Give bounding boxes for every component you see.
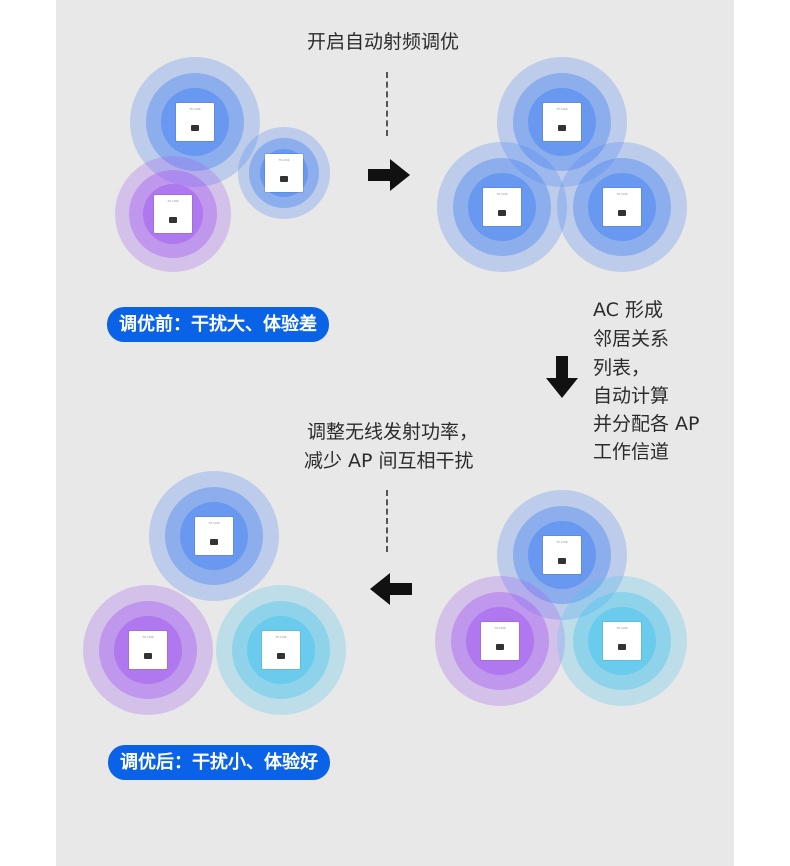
device-brand-label: TP-LINK	[142, 635, 154, 639]
device-brand-label: TP-LINK	[556, 107, 568, 111]
step-label-power-1: 调整无线发射功率，	[307, 421, 479, 443]
device-brand-label: TP-LINK	[278, 158, 290, 162]
access-point-icon: TP-LINK	[265, 154, 303, 192]
step-label-neighbor-4: 自动计算	[593, 385, 670, 407]
device-brand-label: TP-LINK	[275, 635, 287, 639]
access-point-icon: TP-LINK	[154, 195, 192, 233]
access-point-icon: TP-LINK	[481, 622, 519, 660]
ethernet-port-icon	[558, 125, 566, 131]
ethernet-port-icon	[498, 210, 506, 216]
access-point-icon: TP-LINK	[176, 103, 214, 141]
access-point-icon: TP-LINK	[483, 188, 521, 226]
device-brand-label: TP-LINK	[494, 626, 506, 630]
badge-after: 调优后：干扰小、体验好	[108, 745, 330, 780]
access-point-icon: TP-LINK	[262, 631, 300, 669]
ethernet-port-icon	[618, 210, 626, 216]
device-brand-label: TP-LINK	[496, 192, 508, 196]
access-point-icon: TP-LINK	[129, 631, 167, 669]
device-brand-label: TP-LINK	[189, 107, 201, 111]
step-label-enable-rf: 开启自动射频调优	[307, 31, 460, 53]
device-brand-label: TP-LINK	[556, 540, 568, 544]
ethernet-port-icon	[496, 644, 504, 650]
device-brand-label: TP-LINK	[616, 192, 628, 196]
ethernet-port-icon	[144, 653, 152, 659]
step-label-neighbor-6: 工作信道	[593, 441, 670, 463]
badge-before: 调优前：干扰大、体验差	[107, 307, 329, 342]
step-label-neighbor-2: 邻居关系	[593, 328, 670, 350]
access-point-icon: TP-LINK	[195, 517, 233, 555]
ethernet-port-icon	[618, 644, 626, 650]
device-brand-label: TP-LINK	[616, 626, 628, 630]
arrow-right-icon	[368, 159, 410, 191]
ethernet-port-icon	[277, 653, 285, 659]
access-point-icon: TP-LINK	[603, 188, 641, 226]
ethernet-port-icon	[280, 176, 288, 182]
device-brand-label: TP-LINK	[167, 199, 179, 203]
step-label-neighbor-5: 并分配各 AP	[593, 413, 700, 435]
access-point-icon: TP-LINK	[603, 622, 641, 660]
ethernet-port-icon	[191, 125, 199, 131]
ethernet-port-icon	[210, 539, 218, 545]
ethernet-port-icon	[558, 558, 566, 564]
access-point-icon: TP-LINK	[543, 536, 581, 574]
step-label-power-2: 减少 AP 间互相干扰	[304, 450, 474, 472]
step-label-neighbor-3: 列表，	[593, 357, 651, 379]
connector-dash	[386, 490, 388, 552]
arrow-left-icon	[370, 573, 412, 605]
ethernet-port-icon	[169, 217, 177, 223]
arrow-down-icon	[546, 356, 578, 398]
connector-dash	[386, 72, 388, 136]
device-brand-label: TP-LINK	[208, 521, 220, 525]
step-label-neighbor-1: AC 形成	[593, 299, 663, 321]
access-point-icon: TP-LINK	[543, 103, 581, 141]
